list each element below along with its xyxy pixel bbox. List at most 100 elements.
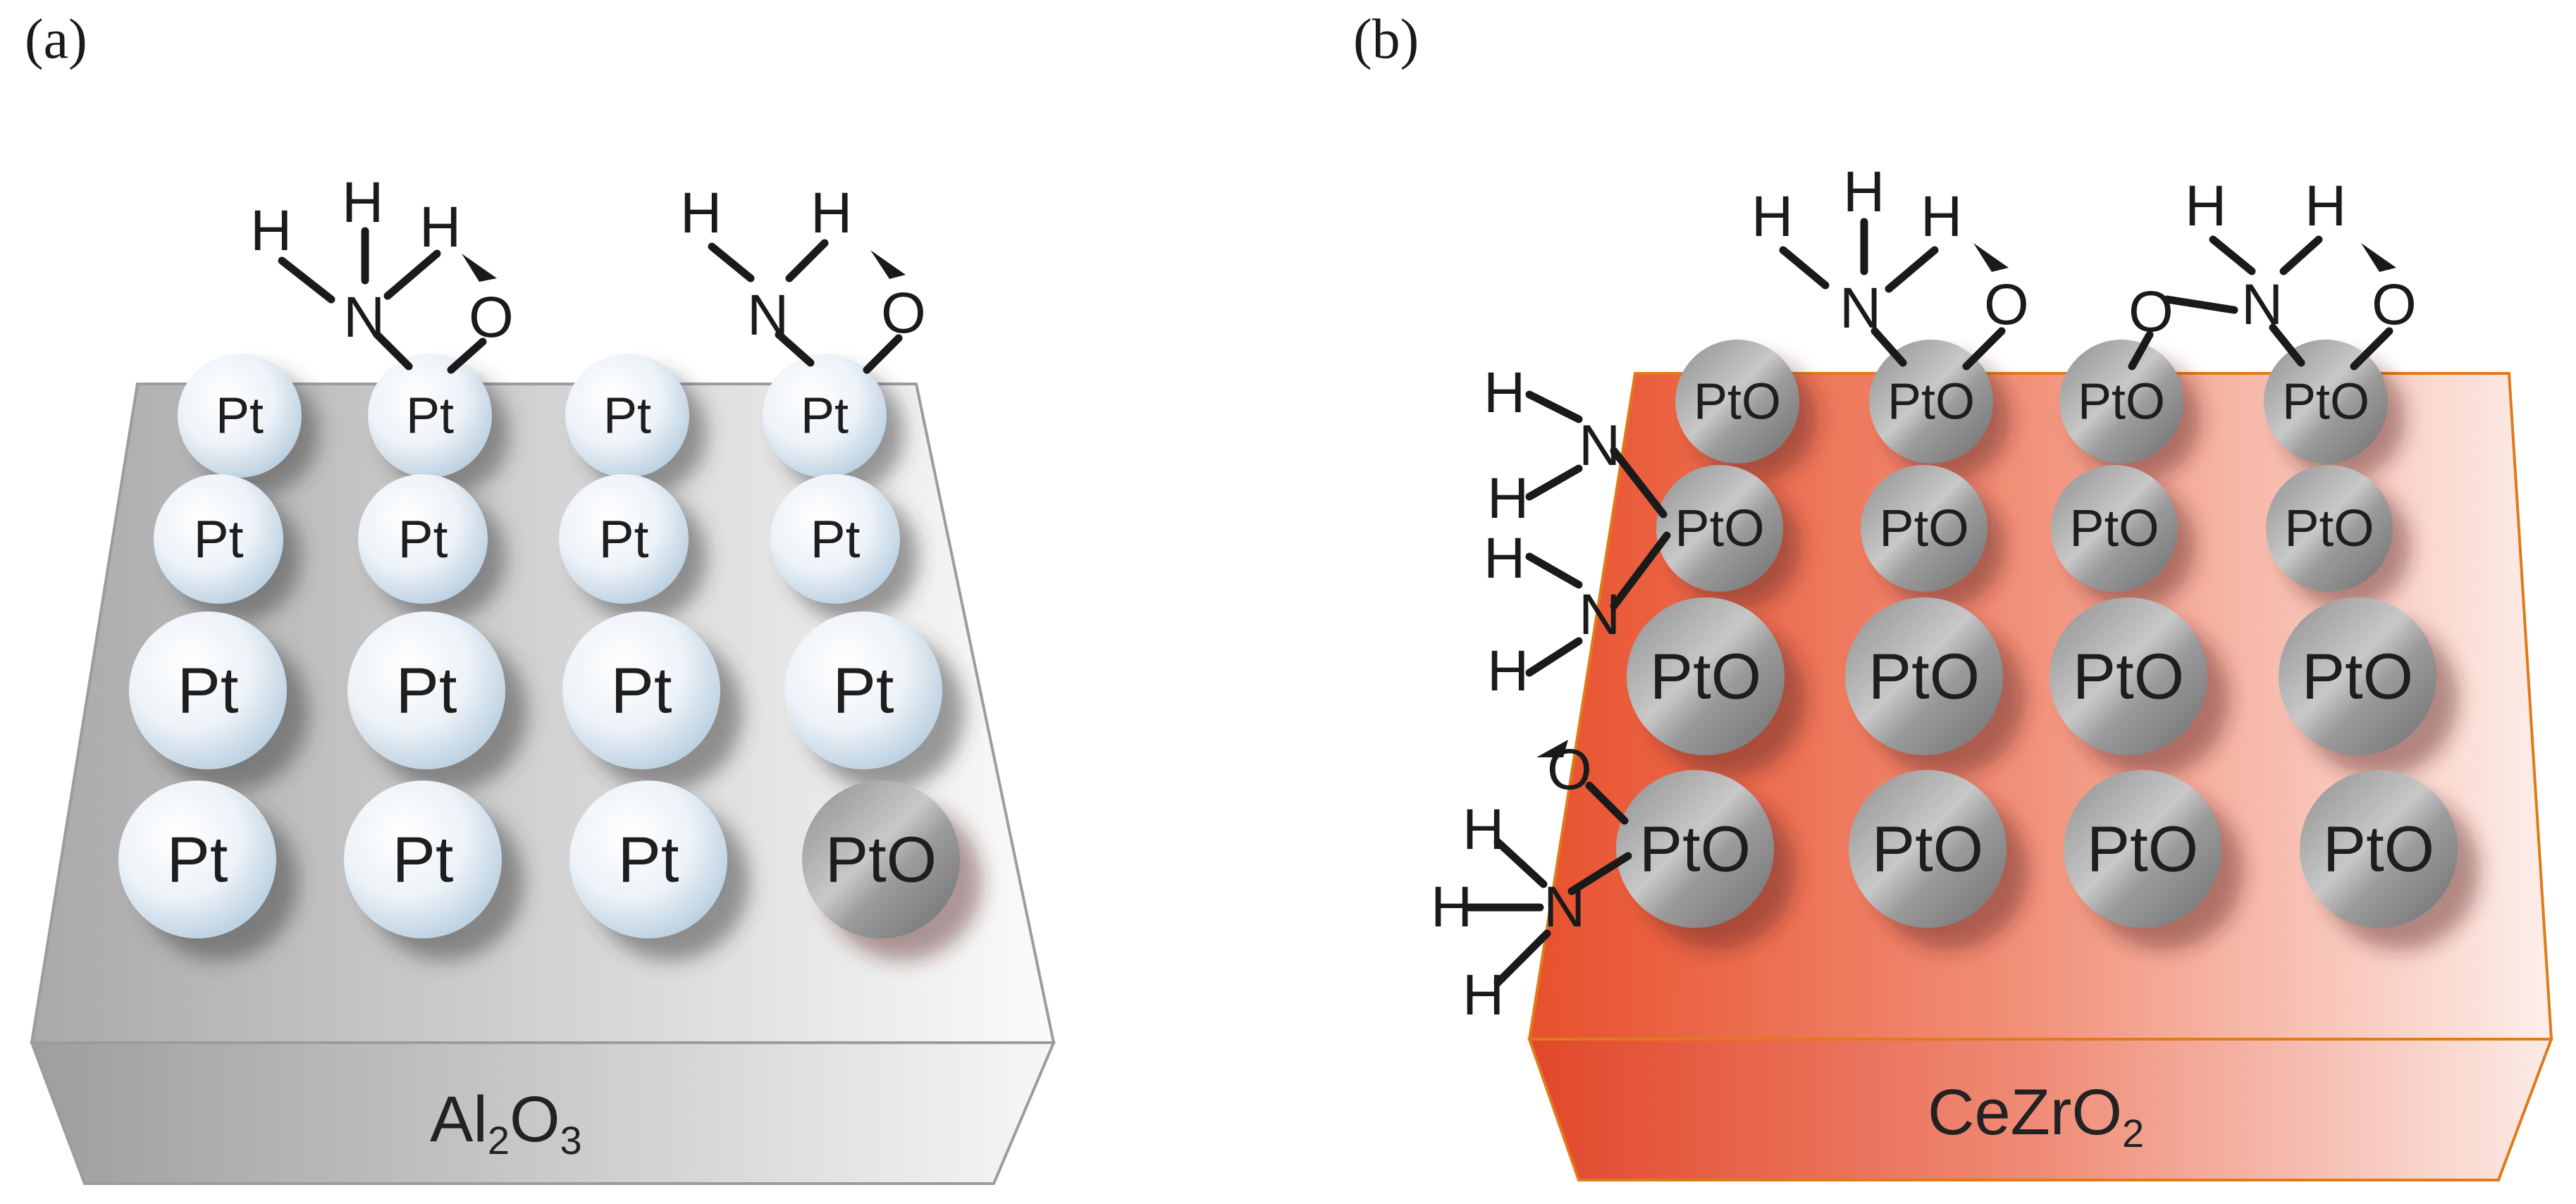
atom-h: H	[1843, 160, 1885, 224]
atom-h: H	[1751, 185, 1793, 249]
ceria-particle-grid: PtO PtO PtO PtO PtO PtO PtO PtO PtO PtO PtO PtO PtO P…	[1616, 340, 2480, 950]
particle-sphere	[2051, 465, 2178, 592]
ceria-particle-pto: PtO	[2059, 340, 2201, 481]
atom-h: H	[811, 181, 852, 245]
alumina-particle-pto: PtO	[802, 781, 982, 961]
atom-o: O	[881, 281, 926, 345]
particle-label: Pt	[396, 654, 457, 726]
ceria-particle-pto: PtO	[2051, 465, 2196, 610]
particle-label: Pt	[611, 654, 672, 726]
ceria-particle-pto: PtO	[2300, 770, 2480, 950]
alumina-particle-pt: Pt	[763, 354, 904, 495]
atom-h: H	[1431, 875, 1472, 939]
ceria-particle-pto: PtO	[1675, 340, 1817, 481]
particle-label: Pt	[216, 388, 264, 445]
particle-label: Pt	[833, 654, 894, 726]
particle-sphere	[1845, 597, 2003, 755]
particle-sphere	[1861, 465, 1988, 592]
particle-label: Pt	[618, 824, 679, 895]
atom-h: H	[1487, 466, 1529, 530]
particle-sphere	[347, 612, 505, 769]
ceria-particle-pto: PtO	[1656, 465, 1801, 610]
particle-label: PtO	[2323, 813, 2434, 885]
particle-label: Pt	[194, 509, 244, 569]
particle-sphere	[1627, 597, 1785, 755]
arrow-icon	[870, 250, 906, 279]
particle-sphere	[770, 474, 900, 604]
particle-sphere	[802, 781, 960, 938]
particle-label: Pt	[398, 509, 448, 569]
alumina-front-face	[30, 1041, 1056, 1185]
ceria-particle-pto: PtO	[1845, 597, 2026, 778]
particle-sphere	[118, 781, 276, 938]
particle-label: PtO	[2282, 374, 2369, 430]
atom-h: H	[1484, 526, 1525, 590]
alumina-particle-pt: Pt	[562, 612, 743, 792]
ceria-particle-pto: PtO	[2266, 465, 2411, 610]
ceria-particle-pto: PtO	[2064, 770, 2244, 950]
alumina-particle-pt: Pt	[569, 781, 750, 961]
alumina-particle-pt: Pt	[358, 474, 506, 622]
ceria-particle-pto: PtO	[1861, 465, 2006, 610]
particle-sphere	[763, 354, 887, 478]
particle-sphere	[569, 781, 727, 938]
particle-sphere	[2050, 597, 2207, 755]
arrow-icon	[1973, 243, 2009, 272]
particle-sphere	[154, 474, 283, 604]
particle-label: PtO	[1879, 499, 1968, 557]
panel-label-a: (a)	[25, 8, 87, 70]
particle-label: PtO	[1868, 640, 1980, 712]
particle-sphere	[2300, 770, 2458, 928]
particle-label: PtO	[1639, 813, 1751, 885]
particle-label: Pt	[406, 388, 454, 445]
particle-sphere	[344, 781, 502, 938]
atom-n: N	[1579, 583, 1620, 647]
alumina-particle-pt: Pt	[178, 354, 319, 495]
atom-h: H	[1462, 798, 1504, 862]
particle-sphere	[2266, 465, 2393, 592]
atom-h: H	[680, 181, 722, 245]
particle-sphere	[2059, 340, 2183, 464]
arrow-icon	[462, 254, 497, 282]
particle-sphere	[1616, 770, 1774, 928]
particle-label: PtO	[2073, 640, 2184, 712]
atom-o: O	[1547, 738, 1592, 802]
ceria-particle-pto: PtO	[2279, 597, 2459, 778]
particle-label: PtO	[1872, 813, 1983, 885]
particle-label: PtO	[2078, 374, 2165, 430]
particle-label: PtO	[2302, 640, 2413, 712]
particle-label: PtO	[1675, 499, 1764, 557]
alumina-particle-pt: Pt	[784, 612, 965, 792]
particle-sphere	[1656, 465, 1783, 592]
atom-o: O	[1984, 273, 2029, 337]
particle-sphere	[1869, 340, 1993, 464]
particle-sphere	[2064, 770, 2221, 928]
particle-label: Pt	[603, 388, 651, 445]
ceria-particle-pto: PtO	[2264, 340, 2405, 481]
particle-sphere	[784, 612, 942, 769]
ceria-particle-pto: PtO	[1869, 340, 2011, 481]
atom-h: H	[1921, 185, 1962, 249]
alumina-particle-pt: Pt	[770, 474, 918, 622]
ceria-particle-pto: PtO	[1849, 770, 2029, 950]
particle-sphere	[358, 474, 488, 604]
atom-h: H	[1484, 361, 1525, 425]
ceria-front-face	[1527, 1038, 2553, 1181]
ceria-particle-pto: PtO	[1616, 770, 1797, 950]
alumina-particle-pt: Pt	[559, 474, 707, 622]
particle-label: Pt	[801, 388, 849, 445]
alumina-particle-pt: Pt	[118, 781, 299, 961]
adsorbate-nh3-no-a2: H H N O	[680, 181, 926, 374]
panel-label-b: (b)	[1353, 8, 1419, 70]
particle-label: PtO	[2087, 813, 2198, 885]
atom-n: N	[1579, 414, 1620, 478]
atom-h: H	[1462, 963, 1504, 1027]
alumina-particle-pt: Pt	[344, 781, 524, 961]
adsorbate-no-nh3-b2: H H O N O	[2128, 174, 2417, 371]
atom-h: H	[419, 195, 461, 259]
particle-sphere	[129, 612, 287, 769]
ceria-particle-pto: PtO	[2050, 597, 2230, 778]
arrow-icon	[1536, 740, 1568, 757]
ceria-formula: CeZrO2	[1928, 1076, 2144, 1155]
atom-h: H	[2185, 174, 2226, 238]
